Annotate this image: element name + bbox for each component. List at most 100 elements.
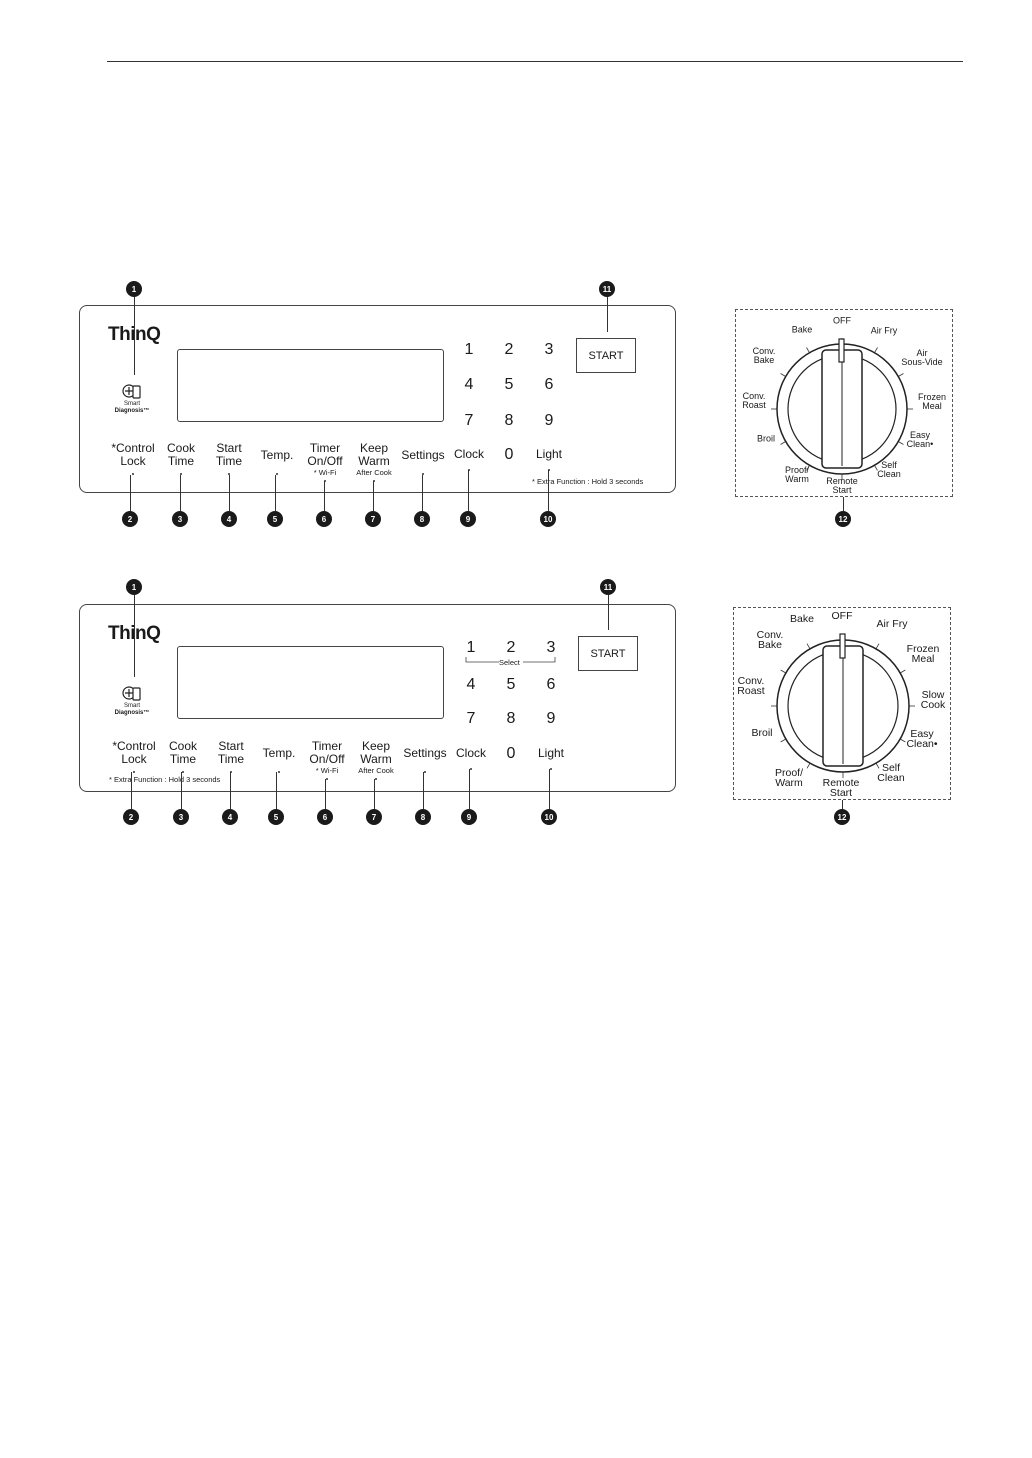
mode-knob-2[interactable]: [734, 608, 952, 801]
callout-leader: [468, 470, 469, 511]
knob-tick: [874, 465, 878, 471]
key-5[interactable]: 5: [504, 376, 514, 393]
callout-12: 12: [835, 511, 851, 527]
temp-label: Temp.: [260, 448, 294, 462]
wifi-sub-label: * Wi-Fi: [315, 766, 339, 775]
button-dot: [228, 473, 230, 475]
knob-label: Bake: [790, 614, 814, 625]
key-6[interactable]: 6: [544, 376, 554, 393]
smart-diagnosis-icon: [122, 686, 141, 701]
knob-label-line1: Conv.: [752, 346, 776, 356]
key-2[interactable]: 2: [506, 639, 516, 656]
light-label: Light: [535, 447, 563, 461]
callout-9: 9: [460, 511, 476, 527]
knob-label-line1: Self: [881, 460, 897, 470]
light-button[interactable]: Light: [538, 747, 564, 760]
key-0[interactable]: 0: [504, 446, 514, 463]
start-button[interactable]: START: [578, 636, 638, 671]
light-button[interactable]: Light: [536, 448, 562, 461]
key-5[interactable]: 5: [506, 676, 516, 693]
knob-tick: [874, 347, 878, 353]
callout-8: 8: [415, 809, 431, 825]
button-dot: [470, 768, 472, 770]
knob-label-line2: Warm: [785, 474, 809, 484]
callout-1: 1: [126, 281, 142, 297]
after-cook-sub-label: After Cook: [358, 766, 394, 775]
key-7[interactable]: 7: [464, 412, 474, 429]
callout-leader: [469, 769, 470, 809]
key-1[interactable]: 1: [466, 639, 476, 656]
temp-button[interactable]: Temp.: [263, 747, 296, 760]
callout-leader: [843, 497, 844, 511]
button-dot: [132, 473, 134, 475]
key-0[interactable]: 0: [506, 745, 516, 762]
key-3[interactable]: 3: [546, 639, 556, 656]
key-4[interactable]: 4: [466, 676, 476, 693]
start-time-line2: Time: [217, 752, 245, 766]
knob-label: OFF: [833, 316, 851, 326]
temp-label: Temp.: [262, 746, 296, 760]
clock-button[interactable]: Clock: [454, 448, 484, 461]
knob-label-line2: Sous-Vide: [901, 357, 943, 367]
button-dot: [276, 473, 278, 475]
diagnosis-label: Diagnosis™: [114, 710, 150, 716]
knob-label-line1: Slow: [921, 689, 945, 701]
knob-label: Bake: [791, 324, 813, 335]
start-button[interactable]: START: [576, 338, 636, 373]
settings-button[interactable]: Settings: [403, 747, 446, 760]
after-cook-sub-label: After Cook: [356, 468, 392, 477]
key-6[interactable]: 6: [546, 676, 556, 693]
key-1[interactable]: 1: [464, 341, 474, 358]
key-4[interactable]: 4: [464, 376, 474, 393]
key-7[interactable]: 7: [466, 710, 476, 727]
temp-button[interactable]: Temp.: [261, 449, 294, 462]
key-3[interactable]: 3: [544, 341, 554, 358]
header-rule: [107, 61, 963, 62]
key-9[interactable]: 9: [546, 710, 556, 727]
knob-label: Proof/Warm: [775, 768, 803, 789]
knob-indicator: [839, 633, 846, 659]
keep-warm-line2: Warm: [358, 454, 390, 468]
knob-label-line1: Proof/: [784, 465, 810, 475]
knob-tick: [898, 373, 904, 377]
button-dot: [324, 480, 326, 482]
key-8[interactable]: 8: [504, 412, 514, 429]
smart-label: Smart: [123, 401, 140, 407]
knob-label-line1: OFF: [831, 610, 853, 622]
knob-label-line1: Bake: [791, 324, 813, 335]
key-9[interactable]: 9: [544, 412, 554, 429]
callout-leader: [842, 800, 843, 810]
key-8[interactable]: 8: [506, 710, 516, 727]
callout-4: 4: [221, 511, 237, 527]
button-dot: [468, 469, 470, 471]
knob-label-line2: Roast: [737, 685, 765, 697]
clock-button[interactable]: Clock: [456, 747, 486, 760]
knob-label-line1: Frozen: [906, 643, 940, 655]
knob-tick: [898, 441, 904, 445]
mode-knob-1[interactable]: [736, 310, 954, 498]
knob-tick: [899, 669, 906, 674]
settings-button[interactable]: Settings: [401, 449, 444, 462]
knob-indicator: [838, 338, 845, 363]
key-2[interactable]: 2: [504, 341, 514, 358]
callout-9: 9: [461, 809, 477, 825]
start-time-line1: Start: [218, 739, 244, 753]
button-dot: [548, 469, 550, 471]
callout-leader: [608, 595, 609, 630]
